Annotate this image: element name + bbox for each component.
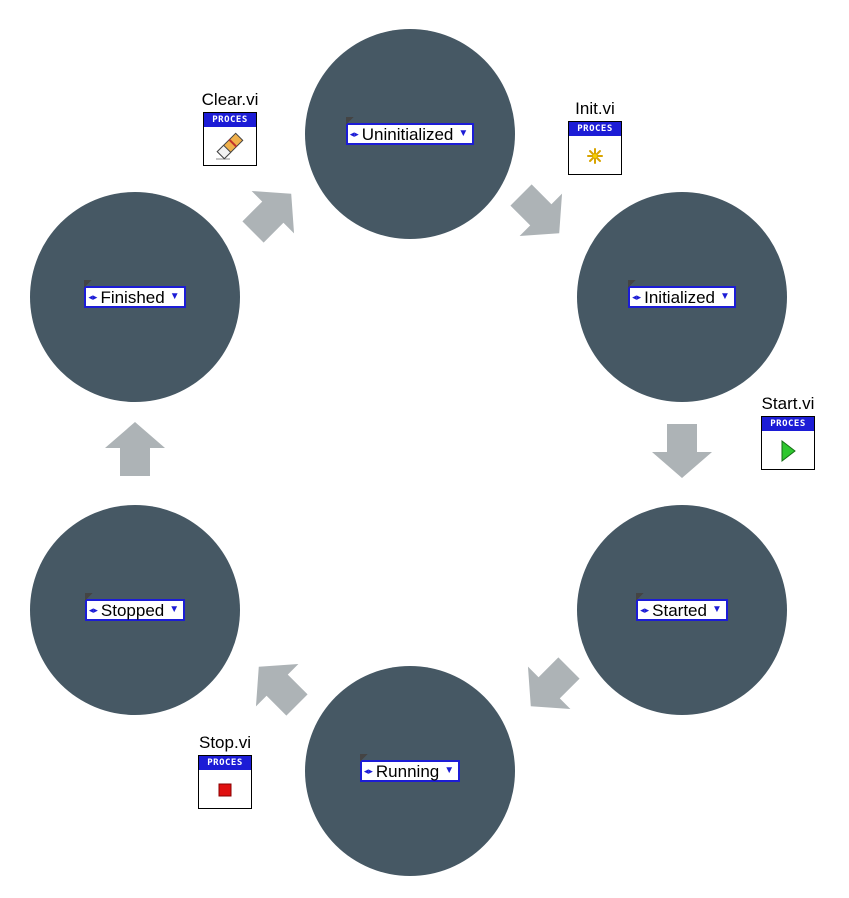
state-label: Uninitialized: [361, 124, 454, 144]
vi-name: Init.vi: [575, 99, 615, 118]
state-enum-started[interactable]: ◂▸ Started ▼: [636, 593, 728, 621]
eraser-icon[interactable]: PROCES: [203, 112, 257, 166]
arrow-uninitialized-to-initialized: [510, 184, 563, 237]
arrow-started-to-running: [527, 657, 580, 710]
vi-clear[interactable]: Clear.vi PROCES: [190, 90, 270, 166]
increment-decrement-icon[interactable]: ◂▸: [349, 128, 359, 139]
vi-name: Start.vi: [761, 394, 815, 413]
state-enum-finished[interactable]: ◂▸ Finished ▼: [84, 280, 186, 308]
increment-decrement-icon[interactable]: ◂▸: [363, 765, 373, 776]
vi-band-label: PROCES: [204, 113, 256, 127]
vi-band-label: PROCES: [569, 122, 621, 136]
asterisk-icon[interactable]: PROCES: [568, 121, 622, 175]
vi-start[interactable]: Start.vi PROCES: [748, 394, 828, 470]
state-label: Started: [652, 600, 707, 620]
dropdown-arrow-icon[interactable]: ▼: [458, 128, 469, 139]
arrow-initialized-to-started: [652, 424, 712, 478]
arrow-finished-to-uninitialized: [242, 190, 295, 243]
vi-init[interactable]: Init.vi PROCES: [555, 99, 635, 175]
dropdown-arrow-icon[interactable]: ▼: [169, 604, 180, 615]
state-running: ◂▸ Running ▼: [305, 666, 515, 876]
state-started: ◂▸ Started ▼: [577, 505, 787, 715]
state-enum-initialized[interactable]: ◂▸ Initialized ▼: [628, 280, 736, 308]
state-enum-stopped[interactable]: ◂▸ Stopped ▼: [84, 593, 186, 621]
arrow-stopped-to-finished: [105, 422, 165, 476]
state-enum-running[interactable]: ◂▸ Running ▼: [359, 754, 461, 782]
dropdown-arrow-icon[interactable]: ▼: [720, 291, 730, 302]
dropdown-arrow-icon[interactable]: ▼: [169, 291, 180, 302]
state-finished: ◂▸ Finished ▼: [30, 192, 240, 402]
state-label: Finished: [100, 287, 165, 307]
increment-decrement-icon[interactable]: ◂▸: [632, 291, 642, 302]
dropdown-arrow-icon[interactable]: ▼: [444, 765, 455, 776]
increment-decrement-icon[interactable]: ◂▸: [88, 604, 98, 615]
state-label: Running: [375, 761, 440, 781]
state-label: Initialized: [644, 287, 715, 307]
arrow-running-to-stopped: [255, 663, 308, 716]
vi-band-label: PROCES: [199, 756, 251, 770]
vi-band-label: PROCES: [762, 417, 814, 431]
state-initialized: ◂▸ Initialized ▼: [577, 192, 787, 402]
state-uninitialized: ◂▸ Uninitialized ▼: [305, 29, 515, 239]
stop-icon[interactable]: PROCES: [198, 755, 252, 809]
play-icon[interactable]: PROCES: [761, 416, 815, 470]
state-enum-uninitialized[interactable]: ◂▸ Uninitialized ▼: [345, 117, 475, 145]
state-stopped: ◂▸ Stopped ▼: [30, 505, 240, 715]
state-label: Stopped: [100, 600, 165, 620]
increment-decrement-icon[interactable]: ◂▸: [88, 291, 98, 302]
dropdown-arrow-icon[interactable]: ▼: [711, 604, 722, 615]
increment-decrement-icon[interactable]: ◂▸: [640, 604, 650, 615]
vi-name: Stop.vi: [199, 733, 251, 752]
vi-stop[interactable]: Stop.vi PROCES: [185, 733, 265, 809]
vi-name: Clear.vi: [201, 90, 259, 109]
